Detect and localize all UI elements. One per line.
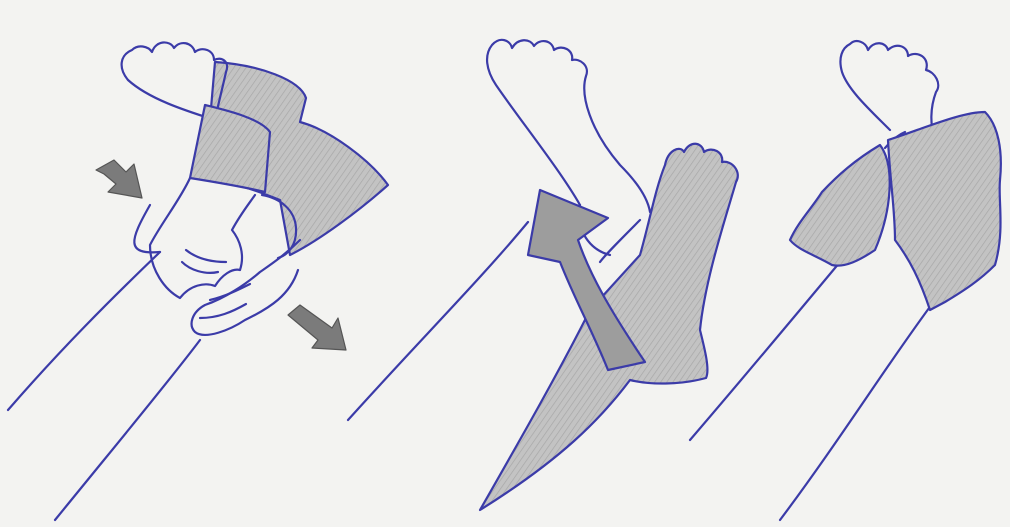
- leg-outline: [348, 222, 528, 420]
- press-arrow: [96, 160, 142, 198]
- foot: [840, 41, 938, 140]
- shaded-cloth: [888, 112, 1001, 310]
- panel-3-wrap: [690, 41, 1001, 520]
- panel-1-massage: [8, 42, 388, 520]
- panel-2-rotation: [348, 40, 738, 510]
- hand: [150, 178, 255, 298]
- shaded-cloth: [790, 145, 890, 266]
- leg-outline: [780, 300, 935, 520]
- leg-outline: [690, 262, 840, 440]
- press-arrow: [288, 305, 346, 350]
- leg-outline: [8, 252, 160, 410]
- foot: [487, 40, 650, 212]
- leg-outline: [55, 340, 200, 520]
